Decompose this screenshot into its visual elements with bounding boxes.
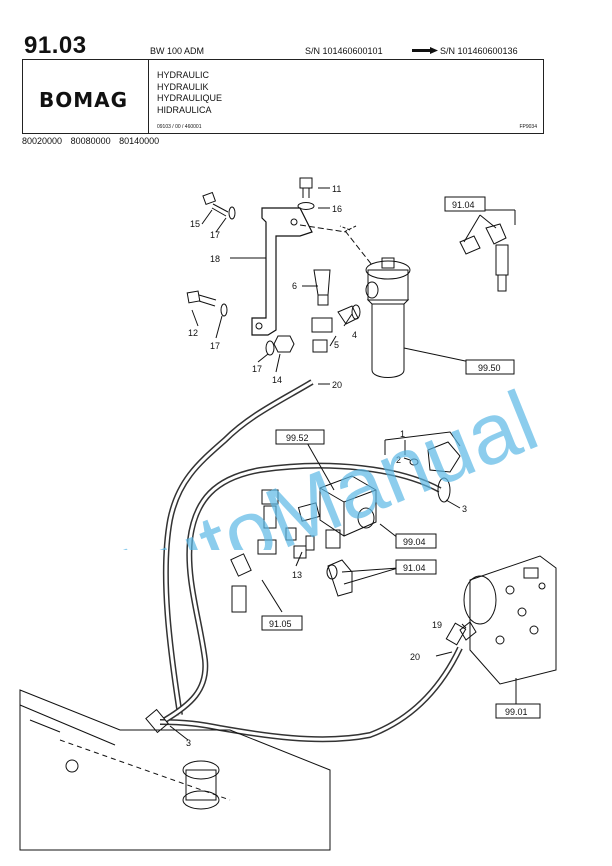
callout: 13	[292, 570, 302, 580]
model-label: BW 100 ADM	[150, 46, 205, 56]
title-fr: HYDRAULIQUE	[157, 93, 223, 103]
callout: 3	[186, 738, 191, 748]
fitting-1	[409, 441, 461, 473]
reference-box: 91.04	[403, 563, 426, 573]
callout: 20	[410, 652, 420, 662]
bracket-18	[251, 207, 313, 336]
title-es: HIDRAULICA	[157, 104, 212, 115]
callout: 14	[272, 375, 282, 385]
callout: 11	[332, 184, 341, 194]
fittings-91-04	[459, 223, 509, 292]
serial-to: S/N 101460600136	[440, 46, 518, 56]
reference-number: 80020000	[22, 136, 63, 146]
callout: 5	[334, 340, 339, 350]
watermark: AutoManual	[89, 373, 551, 550]
reference-box: 91.04	[452, 200, 475, 210]
reference-box: 99.52	[286, 433, 309, 443]
document-code: 09103 / 00 / 460001	[157, 124, 202, 130]
bolt-13	[186, 290, 228, 317]
reference-number: 80140000	[119, 136, 160, 146]
page-number: 91.03	[24, 32, 87, 59]
reference-number: 80080000	[70, 136, 111, 146]
callout: 12	[188, 328, 198, 338]
title-block: BOMAG HYDRAULIC HYDRAULIK HYDRAULIQUE HI…	[22, 59, 544, 134]
callout: 19	[432, 620, 442, 630]
filter-99-50	[339, 225, 411, 378]
tee-fitting-5	[311, 317, 333, 353]
bolt-11	[297, 177, 315, 210]
pump-99-01	[463, 555, 557, 685]
callout: 1	[400, 429, 405, 439]
callout: 4	[352, 330, 357, 340]
hydraulic-tank	[19, 689, 331, 851]
watermark-text: AutoManual	[89, 373, 551, 550]
reference-box: 99.50	[478, 363, 501, 373]
callout: 16	[332, 204, 342, 214]
logo-cell: BOMAG	[23, 60, 149, 133]
reference-box: 91.05	[269, 619, 292, 629]
fitting-91-04-lower	[326, 559, 353, 597]
title-en: HYDRAULIC	[157, 70, 210, 80]
bolt-12	[202, 191, 236, 220]
callout: 17	[210, 230, 220, 240]
figure-code: FP9034	[519, 124, 537, 130]
serial-from: S/N 101460600101	[305, 46, 383, 56]
fitting-6	[313, 269, 331, 306]
reference-numbers: 80020000 80080000 80140000	[22, 136, 165, 146]
title-de: HYDRAULIK	[157, 81, 209, 92]
callout: 3	[462, 504, 467, 514]
section-titles: HYDRAULIC HYDRAULIK HYDRAULIQUE HIDRAULI…	[157, 70, 222, 116]
bomag-logo: BOMAG	[39, 88, 129, 112]
arrow-right-icon	[412, 47, 438, 54]
reference-box: 99.01	[505, 707, 528, 717]
callout: 2	[396, 455, 401, 465]
callout: 17	[210, 341, 220, 351]
callout: 6	[292, 281, 297, 291]
valve-block-99-52	[297, 475, 377, 549]
callout: 15	[190, 219, 200, 229]
callout: 18	[210, 254, 220, 264]
callout: 17	[252, 364, 262, 374]
fittings-91-05	[230, 489, 315, 613]
reference-box: 99.04	[403, 537, 426, 547]
fitting-4	[337, 304, 361, 325]
callout: 20	[332, 380, 342, 390]
